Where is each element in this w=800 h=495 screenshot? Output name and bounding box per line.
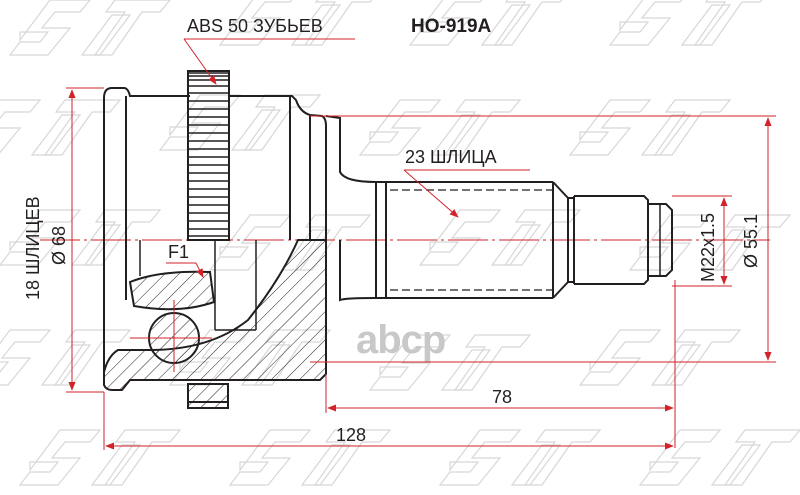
dimension-length-128: 128: [336, 425, 367, 445]
dimension-thread-m22: M22x1.5: [698, 212, 718, 282]
shaft: [339, 181, 673, 302]
watermark-site: abcp: [356, 318, 446, 362]
dimension-length-78: 78: [492, 387, 513, 407]
housing: [103, 87, 377, 240]
dimension-lines: [66, 38, 776, 450]
dimension-diameter-55-1: Ø 55.1: [741, 213, 761, 268]
abs-teeth-label: ABS 50 ЗУБЬЕВ: [187, 16, 323, 36]
abs-ring: [187, 70, 230, 241]
section-view: [103, 239, 327, 409]
outer-splines-label: 23 ШЛИЦА: [405, 147, 497, 167]
spline-dashes: [390, 189, 552, 291]
ball-center-crosshair: [130, 300, 212, 372]
section-label-f1: F1: [168, 242, 190, 262]
part-number: HO-919A: [411, 16, 492, 37]
dimension-diameter-68: Ø 68: [49, 225, 69, 265]
inner-splines-label: 18 ШЛИЦЕВ: [23, 196, 43, 300]
